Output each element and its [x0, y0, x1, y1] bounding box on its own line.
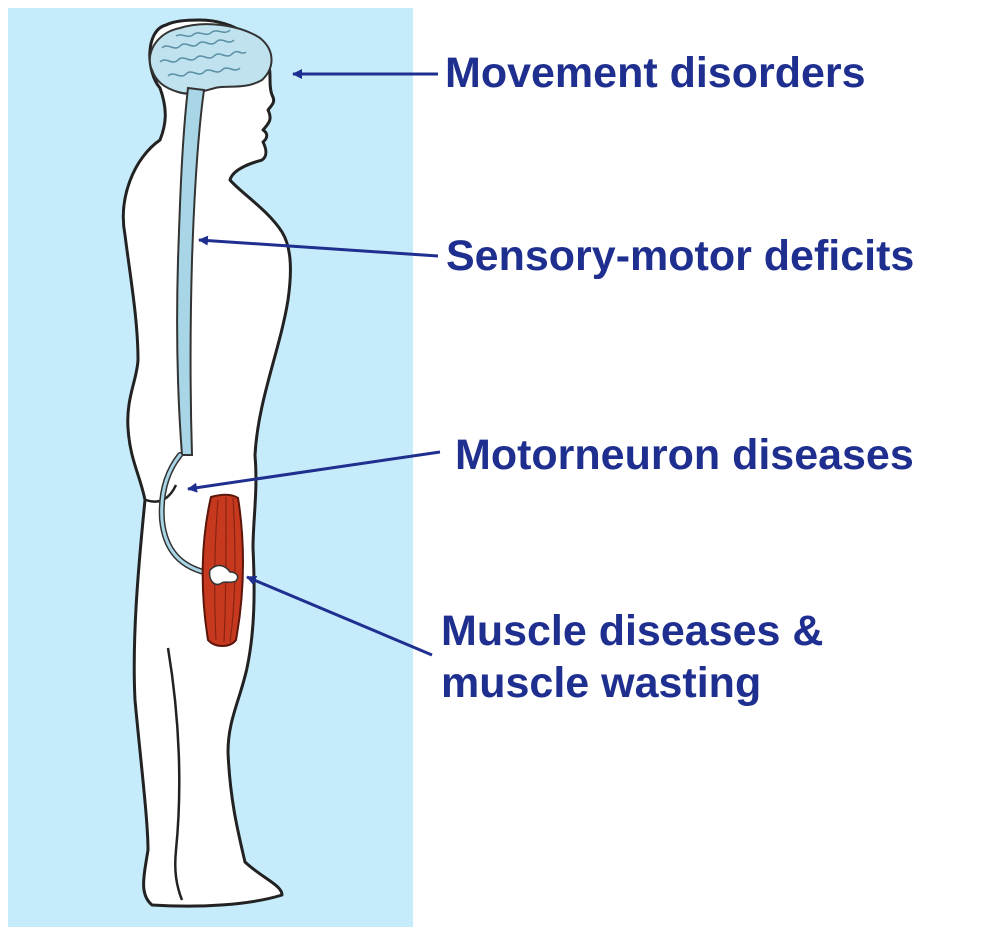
- thigh-muscle-icon: [203, 495, 243, 646]
- label-movement-disorders: Movement disorders: [445, 47, 866, 99]
- label-motorneuron-diseases: Motorneuron diseases: [455, 429, 914, 481]
- label-sensory-motor-deficits: Sensory-motor deficits: [446, 230, 914, 282]
- brain-icon: [150, 24, 272, 94]
- label-muscle-diseases: Muscle diseases & muscle wasting: [441, 605, 823, 709]
- label-muscle-line-1: Muscle diseases &: [441, 605, 823, 657]
- label-muscle-line-2: muscle wasting: [441, 657, 823, 709]
